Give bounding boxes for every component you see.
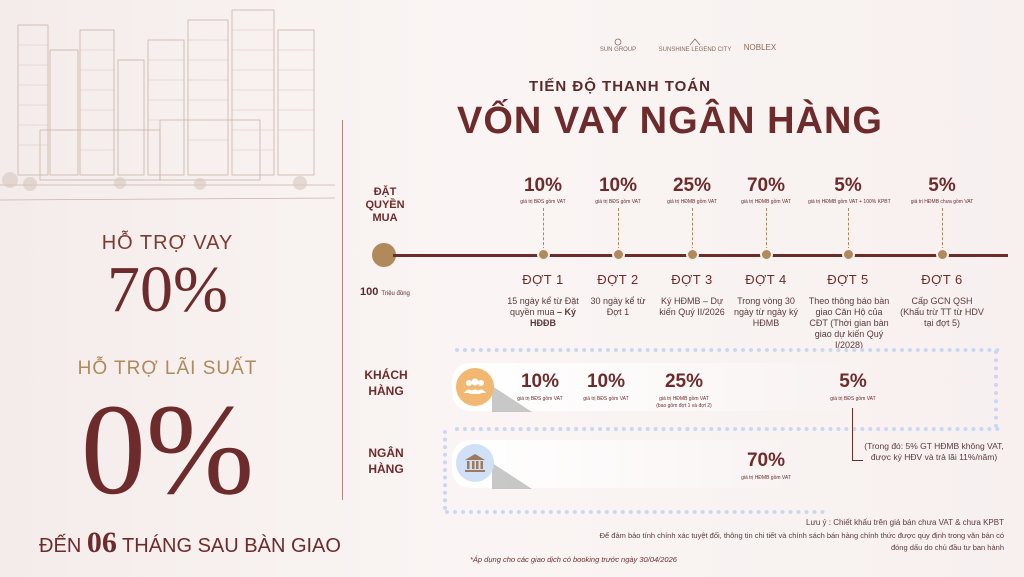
booking-label: ĐẶT QUYỀN MUA	[365, 186, 405, 224]
phase-1-description: 15 ngày kể từ Đặt quyền mua – Ký HĐĐB	[498, 296, 588, 329]
sunshine-legend-logo: SUNSHINE LEGEND CITY	[655, 38, 735, 53]
phase-6-percent-note: giá trị HĐMB chưa gồm VAT	[910, 199, 974, 205]
page-title: VỐN VAY NGÂN HÀNG	[457, 100, 883, 142]
bank-row-label: NGÂN HÀNG	[368, 446, 404, 476]
customer-pay-1-note: giá trị BĐS gồm VAT	[517, 396, 563, 402]
phase-6-description: Cấp GCN QSH (Khấu trừ TT từ HDV tại đợt …	[900, 296, 984, 328]
bank-icon-shadow	[492, 463, 532, 489]
people-icon	[464, 378, 486, 394]
phase-2-dot	[612, 248, 625, 261]
customer-remark-bracket	[852, 408, 863, 461]
phase-3-dot	[686, 248, 699, 261]
customer-pay-3-percent: 25%	[664, 371, 704, 392]
phase-3-percent-note: giá trị HĐMB gồm VAT	[667, 199, 717, 205]
phase-2-percent: 10%	[598, 175, 638, 196]
customer-pay-3-note: giá trị HĐMB gồm VAT	[659, 396, 709, 402]
customer-group-icon	[456, 368, 494, 406]
bank-loan-note: giá trị HĐMB gồm VAT	[741, 475, 791, 481]
start-circle	[372, 243, 396, 267]
customer-pay-3-note-2: (bao gồm đợt 1 và đợt 2)	[656, 403, 712, 409]
customer-remark: (Trong đó: 5% GT HĐMB không VAT, được ký…	[864, 441, 1004, 462]
customer-row-label: KHÁCH HÀNG	[364, 368, 408, 398]
phase-5-dot	[842, 248, 855, 261]
bank-icon	[465, 454, 485, 472]
phase-6-dot	[936, 248, 949, 261]
phase-4-dot	[760, 248, 773, 261]
footer-note-line-1: Lưu ý : Chiết khấu trên giá bán chưa VAT…	[806, 518, 1004, 527]
page-subtitle: TIẾN ĐỘ THANH TOÁN	[529, 78, 711, 95]
phase-2-percent-note: giá trị BĐS gồm VAT	[595, 199, 641, 205]
phase-4-percent: 70%	[746, 175, 786, 196]
brand-logos: SUN GROUP SUNSHINE LEGEND CITY NOBLEX	[583, 38, 1013, 58]
phase-6-connector	[942, 208, 943, 250]
rows-frame-right	[994, 350, 998, 428]
phase-1-connector	[543, 208, 544, 250]
noblex-logo: NOBLEX	[743, 43, 777, 52]
rows-frame-top	[455, 348, 1000, 352]
loan-support-percent: 70%	[107, 253, 228, 326]
phase-4-percent-note: giá trị HĐMB gồm VAT	[741, 199, 791, 205]
phase-1-desc-text: 15 ngày kể từ Đặt quyền mua	[507, 296, 579, 317]
booking-amount-unit: Triệu đồng	[381, 291, 410, 297]
vertical-divider	[342, 120, 343, 500]
phase-1-desc-bold: – Ký HĐĐB	[530, 307, 577, 328]
sunshine-legend-icon	[689, 38, 701, 46]
phase-1-percent: 10%	[523, 175, 563, 196]
handover-duration: ĐẾN 06 THÁNG SAU BÀN GIAO	[0, 526, 380, 560]
phase-3-name: ĐỢT 3	[671, 272, 713, 287]
interest-support-heading: HỖ TRỢ LÃI SUẤT	[77, 358, 258, 379]
footer-note-line-3: đóng dấu do chủ đầu tư ban hành	[890, 543, 1004, 552]
building-skyline-illustration	[0, 9, 335, 201]
phase-4-description: Trong vòng 30 ngày từ ngày ký HĐMB	[733, 296, 799, 328]
phase-6-percent: 5%	[928, 175, 956, 196]
sun-group-logo: SUN GROUP	[583, 38, 653, 53]
customer-icon-shadow	[492, 386, 532, 412]
phase-3-connector	[692, 208, 693, 250]
phase-1-dot	[537, 248, 550, 261]
footer-note-line-2: Để đảm bảo tính chính xác tuyệt đối, thô…	[599, 531, 1004, 540]
phase-5-percent: 5%	[834, 175, 862, 196]
phase-5-name: ĐỢT 5	[827, 272, 869, 287]
phase-6-name: ĐỢT 6	[921, 272, 963, 287]
sun-group-logo-text: SUN GROUP	[599, 47, 637, 53]
sunshine-legend-logo-text: SUNSHINE LEGEND CITY	[658, 47, 732, 53]
phase-1-name: ĐỢT 1	[522, 272, 564, 287]
sun-group-icon	[614, 38, 622, 46]
footer-booking-note: *Áp dụng cho các giao dịch có booking tr…	[470, 555, 677, 564]
booking-amount: 100 Triệu đồng	[360, 286, 410, 298]
phase-3-percent: 25%	[672, 175, 712, 196]
phase-5-description: Theo thông báo bàn giao Căn Hộ của CĐT (…	[808, 296, 890, 350]
customer-pay-4-percent: 5%	[839, 371, 867, 392]
phase-3-description: Ký HĐMB – Dự kiến Quý II/2026	[659, 296, 725, 317]
phase-1-percent-note: giá trị BĐS gồm VAT	[520, 199, 566, 205]
phase-2-description: 30 ngày kể từ Đợt 1	[590, 296, 646, 317]
phase-5-percent-note: giá trị HĐMB gồm VAT + 100% KPBT	[808, 199, 891, 205]
phase-4-name: ĐỢT 4	[745, 272, 787, 287]
loan-support-heading: HỖ TRỢ VAY	[101, 232, 234, 254]
handover-post: THÁNG SAU BÀN GIAO	[122, 535, 341, 557]
rows-frame-bottom	[445, 510, 825, 514]
customer-pay-4-note: giá trị BĐS gồm VAT	[830, 396, 876, 402]
interest-support-percent: 0%	[80, 378, 255, 522]
timeline-line	[393, 254, 1008, 257]
bank-loan-percent: 70%	[746, 450, 786, 471]
customer-pay-1-percent: 10%	[520, 371, 560, 392]
rows-frame-left	[443, 430, 447, 510]
phase-2-connector	[618, 208, 619, 250]
phase-4-connector	[766, 208, 767, 250]
customer-pay-2-note: giá trị BĐS gồm VAT	[583, 396, 629, 402]
customer-pay-2-percent: 10%	[586, 371, 626, 392]
booking-amount-value: 100	[360, 286, 379, 298]
handover-months: 06	[86, 526, 117, 559]
phase-5-connector	[848, 208, 849, 250]
rows-frame-middle	[455, 427, 1000, 431]
phase-2-name: ĐỢT 2	[597, 272, 639, 287]
bank-building-icon	[456, 444, 494, 482]
handover-pre: ĐẾN	[39, 535, 82, 557]
